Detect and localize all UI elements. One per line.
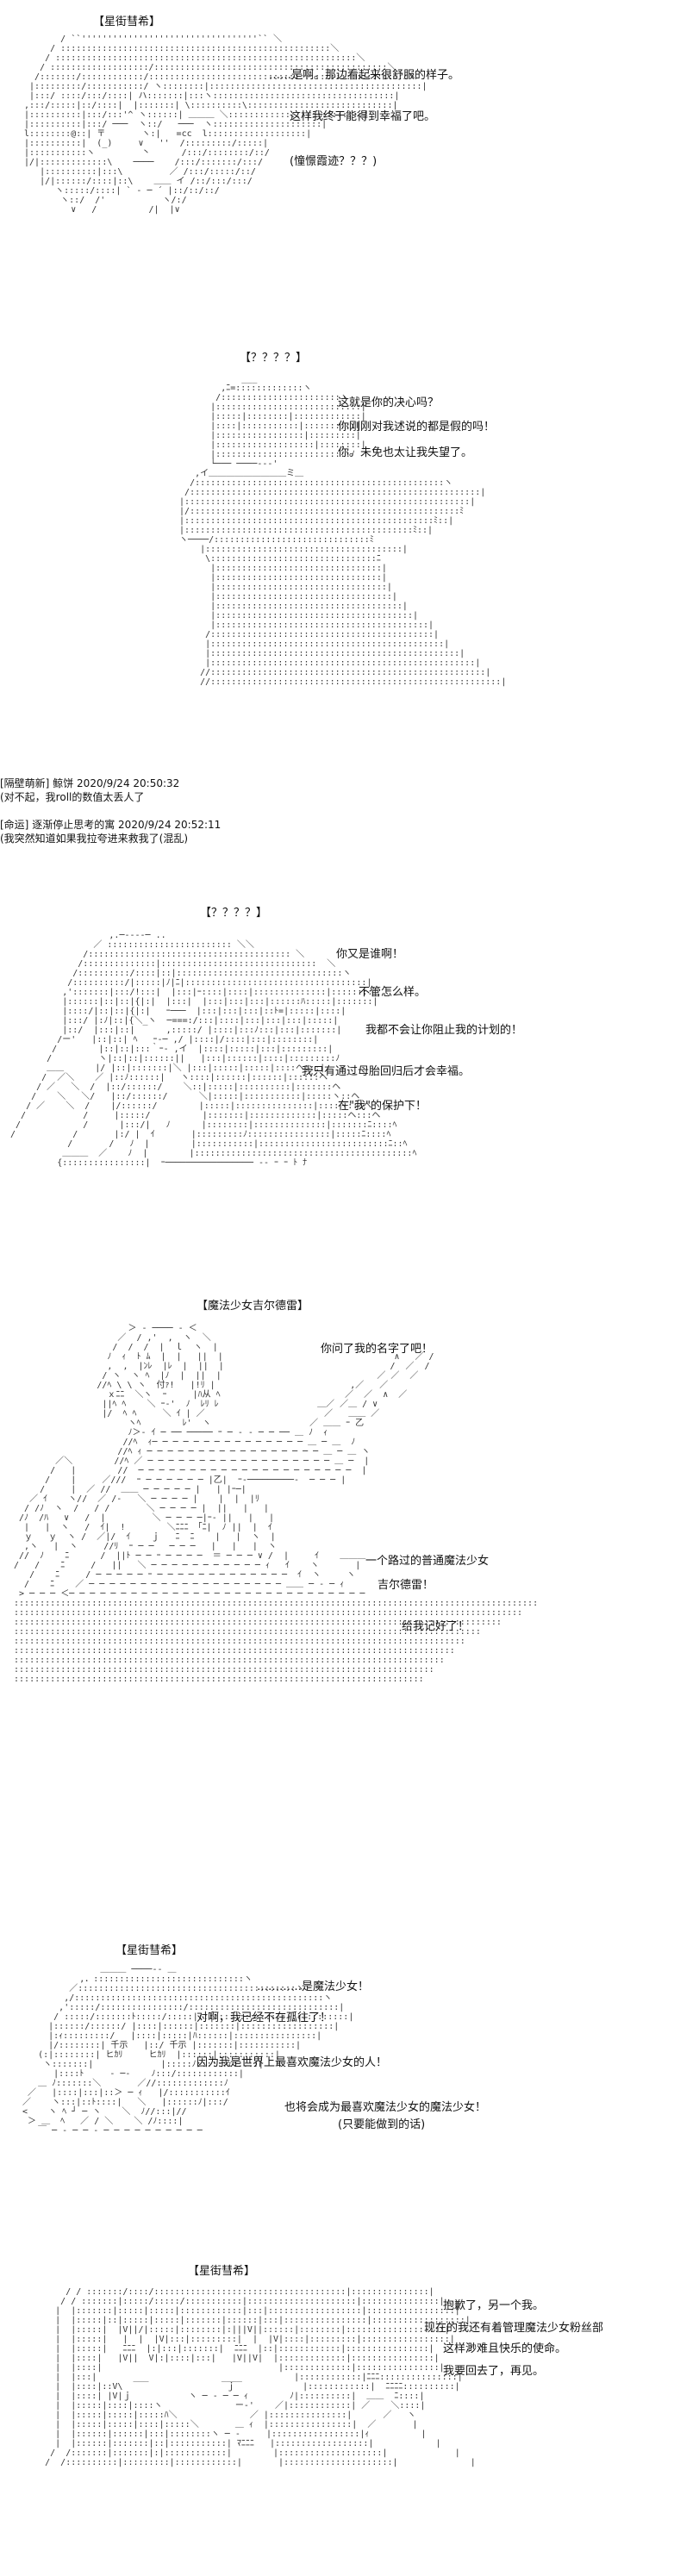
panel-1: 【星街彗希】 / ``'''''''''''''''''''''''''''''…: [0, 0, 699, 327]
panel-5: 【星街彗希】 ＿＿＿ ────‐‐ ＿ ,．::::::::::::::::::…: [0, 1930, 699, 2258]
dialogue-line: 你问了我的名字了吧！: [321, 1343, 434, 1356]
dialogue-line: 也将会成为最喜欢魔法少女的魔法少女！: [284, 2101, 487, 2114]
comment-name: 鲸饼: [53, 777, 74, 789]
dialogue-line: (憧憬霞迹？？？): [290, 155, 378, 168]
dialogue-line: 吉尔德雷！: [378, 1579, 434, 1592]
panel-header: 【星街彗希】: [93, 16, 161, 28]
panel-2: 【？？？？】 ___ ,ﾆ=:::::::::::::ヽ /::::::::::…: [0, 327, 699, 776]
dialogue-line: 现在的我还有着管理魔法少女粉丝部: [424, 2322, 604, 2335]
comment-name: 逐渐停止思考的寓: [32, 819, 115, 831]
dialogue-line: (只要能做到的话): [338, 2118, 426, 2131]
panel-header: 【？？？？】: [200, 907, 268, 920]
dialogue-line: 你。未免也太让我失望了。: [338, 446, 473, 459]
comment-1: [隔壁萌新] 鲸饼 2020/9/24 20:50:32: [0, 777, 179, 790]
dialogue-line: 在"我"的保护下！: [338, 1100, 427, 1113]
ascii-art-figure: / / :::::::/::::/:::::::::::::::::::::::…: [45, 2287, 476, 2467]
dialogue-line: 一个路过的普通魔法少女: [365, 1555, 490, 1568]
dialogue-line: 你刚刚对我述说的都是假的吗！: [338, 421, 496, 433]
dialogue-line: 这就是你的决心吗？: [338, 396, 440, 409]
panel-header: 【魔法少女吉尔德雷】: [197, 1300, 309, 1313]
panel-6: 【星街彗希】 / / :::::::/::::/::::::::::::::::…: [0, 2258, 699, 2576]
ascii-art-figure: ＿＿＿ ────‐‐ ＿ ,．:::::::::::::::::::::::::…: [22, 1965, 354, 2136]
ascii-art-figure: / ``''''''''''''''''''''''''''''''''''``…: [24, 34, 428, 215]
dialogue-line: 这样渺难且快乐的使命。: [443, 2342, 567, 2355]
dialogue-line: 因为我是世界上最喜欢魔法少女的人！: [197, 2056, 388, 2069]
comment-time: 2020/9/24 20:50:32: [77, 777, 180, 789]
dialogue-line: 对啊，我已经不在孤往了！: [197, 2012, 332, 2024]
comment-text: (我突然知道如果我拉夸进来救我了(混乱): [0, 833, 189, 845]
panel-header: 【星街彗希】: [188, 2265, 256, 2278]
panel-header: 【星街彗希】: [115, 1944, 184, 1957]
dialogue-line: 我只有通过母胎回归后才会幸福。: [302, 1065, 471, 1078]
dialogue-line: ……是啊。那边看起来很舒服的样子。: [269, 69, 460, 82]
comment-time: 2020/9/24 20:52:11: [118, 819, 222, 831]
dialogue-line: 给我记好了！: [402, 1620, 470, 1633]
panel-header: 【？？？？】: [240, 352, 308, 365]
dialogue-line: 我都不会让你阻止我的计划的！: [365, 1024, 523, 1037]
dialogue-line: 我要回去了，再见。: [443, 2365, 545, 2378]
comment-user: [隔壁萌新]: [0, 777, 50, 789]
panel-4: 【魔法少女吉尔德雷】 ＞ ‐ ──── ‐ ＜ ／ / ,' , ヽ ＼ / /…: [0, 1293, 699, 1930]
dialogue-line: 这样我终于能得到幸福了吧。: [290, 110, 436, 123]
comment-user: [命运]: [0, 819, 29, 831]
dialogue-line: 抱歉了，另一个我。: [443, 2299, 545, 2312]
ascii-art-figure: ,.─‐‐‐‐─ .. ／ :::::::::::::::::::::::: ＼…: [10, 931, 417, 1168]
comment-text: (对不起，我roll的数值太丢人了: [0, 791, 145, 803]
dialogue-line: 不管怎么样。: [359, 986, 427, 999]
comment-2: [命运] 逐渐停止思考的寓 2020/9/24 20:52:11: [0, 819, 221, 832]
dialogue-line: …………是魔法少女！: [257, 1980, 370, 1993]
ascii-art-figure: ___ ,ﾆ=:::::::::::::ヽ /:::::::::::::::::…: [179, 374, 507, 687]
panel-3: 【？？？？】 ,.─‐‐‐‐─ .. ／ :::::::::::::::::::…: [0, 896, 699, 1293]
ascii-art-figure: ＞ ‐ ──── ‐ ＜ ／ / ,' , ヽ ＼ / / / | ｌ ヽ | …: [14, 1324, 539, 1684]
dialogue-line: 你又是谁啊！: [336, 948, 404, 961]
